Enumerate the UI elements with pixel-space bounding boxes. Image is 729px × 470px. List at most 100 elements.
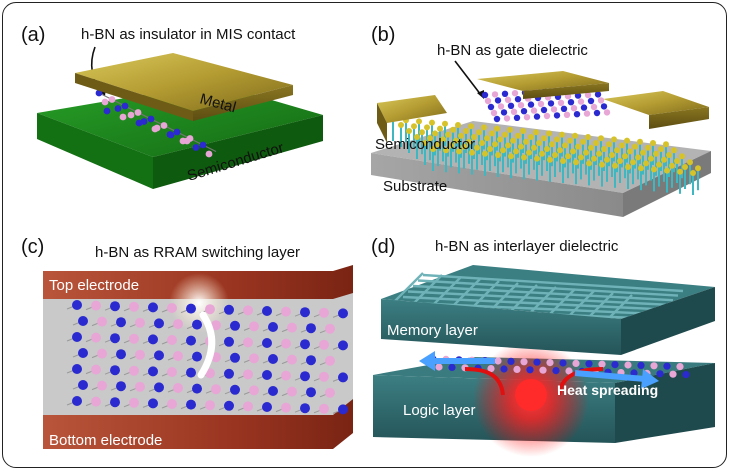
hbn-atom xyxy=(167,335,177,345)
semiconductor-atom xyxy=(440,136,446,143)
hbn-atom xyxy=(550,106,558,113)
semiconductor-atom xyxy=(513,148,519,155)
hbn-atom xyxy=(584,91,592,99)
semiconductor-atom xyxy=(544,146,550,152)
semiconductor-atom xyxy=(573,159,579,166)
semiconductor-atom xyxy=(570,148,576,155)
hbn-atom xyxy=(151,125,159,133)
semiconductor-atom xyxy=(599,161,605,168)
hbn-atom xyxy=(539,366,547,374)
hbn-atom xyxy=(565,367,573,375)
hbn-atom xyxy=(72,300,82,310)
semiconductor-atom xyxy=(619,142,625,149)
semiconductor-atom xyxy=(479,140,485,146)
semiconductor-atom xyxy=(432,130,438,137)
semiconductor-atom xyxy=(666,152,672,158)
heat-arrow-right xyxy=(574,370,646,382)
hbn-atom xyxy=(224,304,234,315)
hbn-atom xyxy=(205,304,215,315)
semiconductor-atom xyxy=(653,150,659,157)
gate-electrode-side xyxy=(523,83,609,99)
hbn-atom xyxy=(186,335,196,346)
hbn-atom xyxy=(268,386,278,396)
heat-arrow-left-head xyxy=(419,351,435,371)
semiconductor-atom xyxy=(609,152,615,158)
hbn-atom xyxy=(205,150,213,158)
hbn-atom xyxy=(262,306,272,316)
semiconductor-atom xyxy=(442,120,448,127)
semiconductor-atom xyxy=(437,125,443,132)
hbn-atom xyxy=(268,322,278,332)
metal-block-top xyxy=(75,53,293,111)
semiconductor-atom xyxy=(617,158,623,164)
metal-block-right xyxy=(193,85,293,121)
semiconductor-atom xyxy=(484,135,490,142)
bond xyxy=(392,272,424,304)
hbn-atom xyxy=(669,370,677,378)
panel-c-letter: (c) xyxy=(21,236,44,258)
hbn-atom xyxy=(230,352,240,363)
semiconductor-atom xyxy=(531,144,537,151)
hbn-atom xyxy=(559,359,567,367)
hbn-atom xyxy=(306,323,316,334)
hbn-atom xyxy=(600,103,608,110)
hbn-atom xyxy=(167,367,177,377)
semiconductor-atom xyxy=(554,136,560,143)
bond xyxy=(422,273,684,293)
hbn-atom xyxy=(547,100,555,107)
hbn-atom xyxy=(114,105,122,112)
hbn-atom xyxy=(148,366,158,377)
semiconductor-atom xyxy=(526,149,532,156)
semiconductor-atom xyxy=(495,152,501,158)
hbn-atom xyxy=(325,355,335,366)
semiconductor-atom xyxy=(443,147,449,154)
hbn-atom xyxy=(243,305,253,316)
hbn-atom xyxy=(167,303,177,313)
hbn-atom xyxy=(192,144,200,151)
hbn-atom xyxy=(325,387,335,398)
hbn-atom xyxy=(249,385,259,396)
hbn-atom xyxy=(160,122,168,129)
hbn-atom xyxy=(527,101,535,108)
hbn-atom xyxy=(573,111,581,118)
semiconductor-atom xyxy=(427,135,433,142)
hbn-atom xyxy=(268,354,278,364)
hbn-atom xyxy=(553,112,561,119)
panel-b-pointer-arrowhead xyxy=(477,90,484,99)
semiconductor-atom xyxy=(562,142,568,149)
panel-b-pointer-arrow xyxy=(454,60,482,96)
hbn-atom xyxy=(287,386,297,397)
hbn-atom xyxy=(325,323,335,334)
semiconductor-atom xyxy=(645,144,651,151)
hbn-atom xyxy=(676,363,684,371)
hbn-atom xyxy=(537,100,545,108)
semiconductor-atom xyxy=(461,143,467,150)
hbn-atom xyxy=(205,400,215,411)
hbn-atom xyxy=(287,354,297,365)
hbn-atom xyxy=(110,301,120,312)
semiconductor-atom xyxy=(466,138,472,145)
hbn-atom xyxy=(510,108,518,116)
semiconductor-atom xyxy=(593,140,599,146)
semiconductor-atom xyxy=(630,159,636,166)
bond xyxy=(407,290,669,306)
semiconductor-atom xyxy=(489,130,495,137)
semiconductor-atom xyxy=(445,131,451,138)
hbn-atom xyxy=(116,317,126,328)
hbn-atom xyxy=(129,365,139,376)
semiconductor-atom xyxy=(671,147,677,154)
semiconductor-atom xyxy=(656,161,662,168)
semiconductor-atom xyxy=(547,156,553,163)
semiconductor-atom xyxy=(578,154,584,161)
semiconductor-atom xyxy=(669,162,675,169)
hbn-atom xyxy=(497,103,505,110)
hbn-atom xyxy=(319,339,329,350)
hbn-atom xyxy=(338,404,348,415)
semiconductor-atom xyxy=(650,140,656,146)
semiconductor-block-right xyxy=(153,115,323,189)
panel-b-letter: (b) xyxy=(371,24,395,46)
source-electrode-side xyxy=(377,103,387,143)
hbn-atom xyxy=(110,397,120,408)
hbn-atom xyxy=(300,307,310,318)
semiconductor-atom xyxy=(695,165,701,172)
